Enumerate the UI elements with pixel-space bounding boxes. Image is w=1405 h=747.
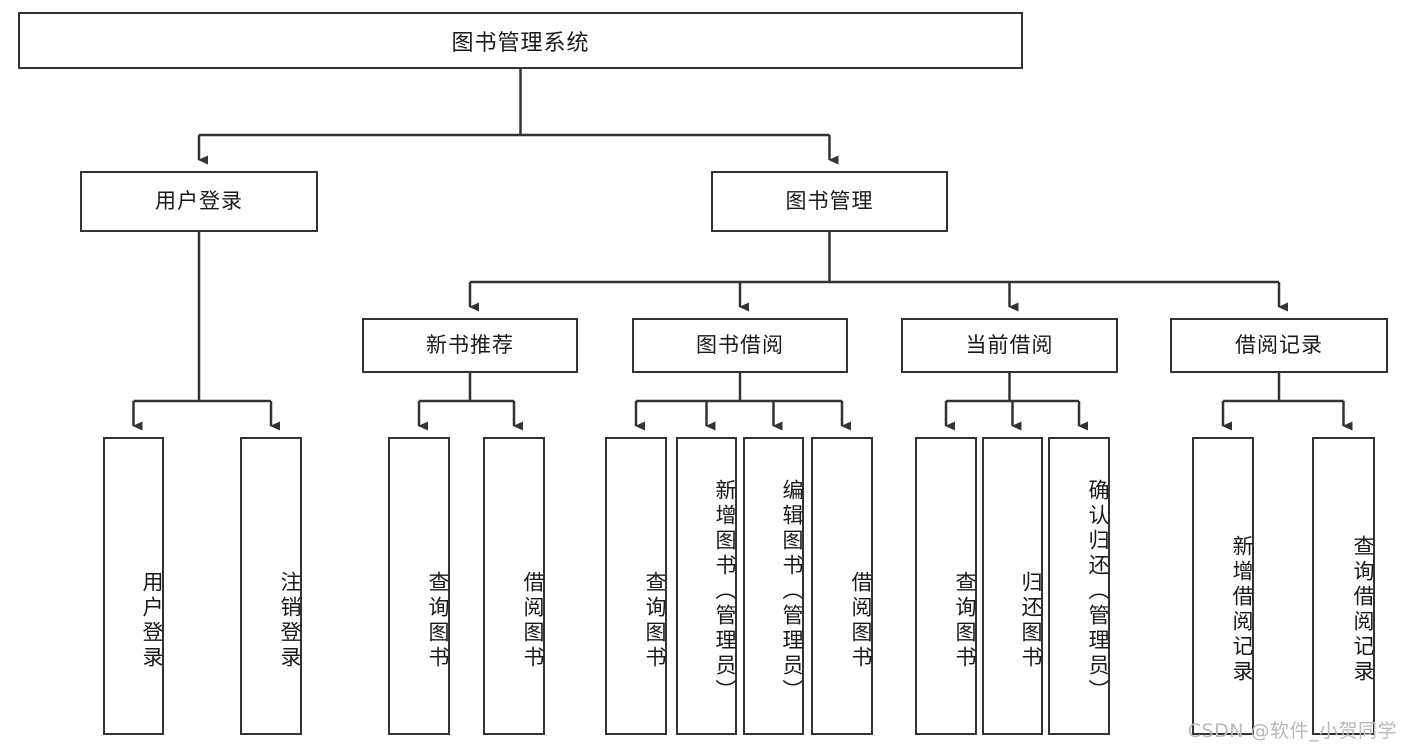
watermark-label: CSDN @软件_小贺同学 <box>1187 720 1397 742</box>
node-leaf-rec-add-record: 新增借阅记录 <box>1192 437 1254 735</box>
node-leaf-user-logout: 注销登录 <box>240 437 302 735</box>
node-book-borrow: 图书借阅 <box>632 318 848 373</box>
node-new-book-rec: 新书推荐 <box>362 318 578 373</box>
node-leaf-rec-borrow-book: 借阅图书 <box>483 437 545 735</box>
node-leaf-rec-query-book: 查询图书 <box>388 437 450 735</box>
node-leaf-cur-return-book: 归还图书 <box>982 437 1043 735</box>
node-root: 图书管理系统 <box>18 12 1023 69</box>
node-borrow-record: 借阅记录 <box>1170 318 1388 373</box>
node-leaf-borrow-edit-book: 编辑图书（管理员） <box>743 437 804 735</box>
node-leaf-cur-query-book: 查询图书 <box>915 437 977 735</box>
node-leaf-cur-confirm-return: 确认归还（管理员） <box>1048 437 1110 735</box>
node-leaf-borrow-add-book: 新增图书（管理员） <box>676 437 737 735</box>
node-leaf-user-login: 用户登录 <box>103 437 164 735</box>
node-user-login: 用户登录 <box>80 171 318 232</box>
node-book-manage: 图书管理 <box>711 171 948 232</box>
node-leaf-borrow-borrow-book: 借阅图书 <box>811 437 873 735</box>
node-current-borrow: 当前借阅 <box>901 318 1118 373</box>
node-leaf-borrow-query-book: 查询图书 <box>605 437 667 735</box>
node-leaf-rec-query-record: 查询借阅记录 <box>1312 437 1375 735</box>
